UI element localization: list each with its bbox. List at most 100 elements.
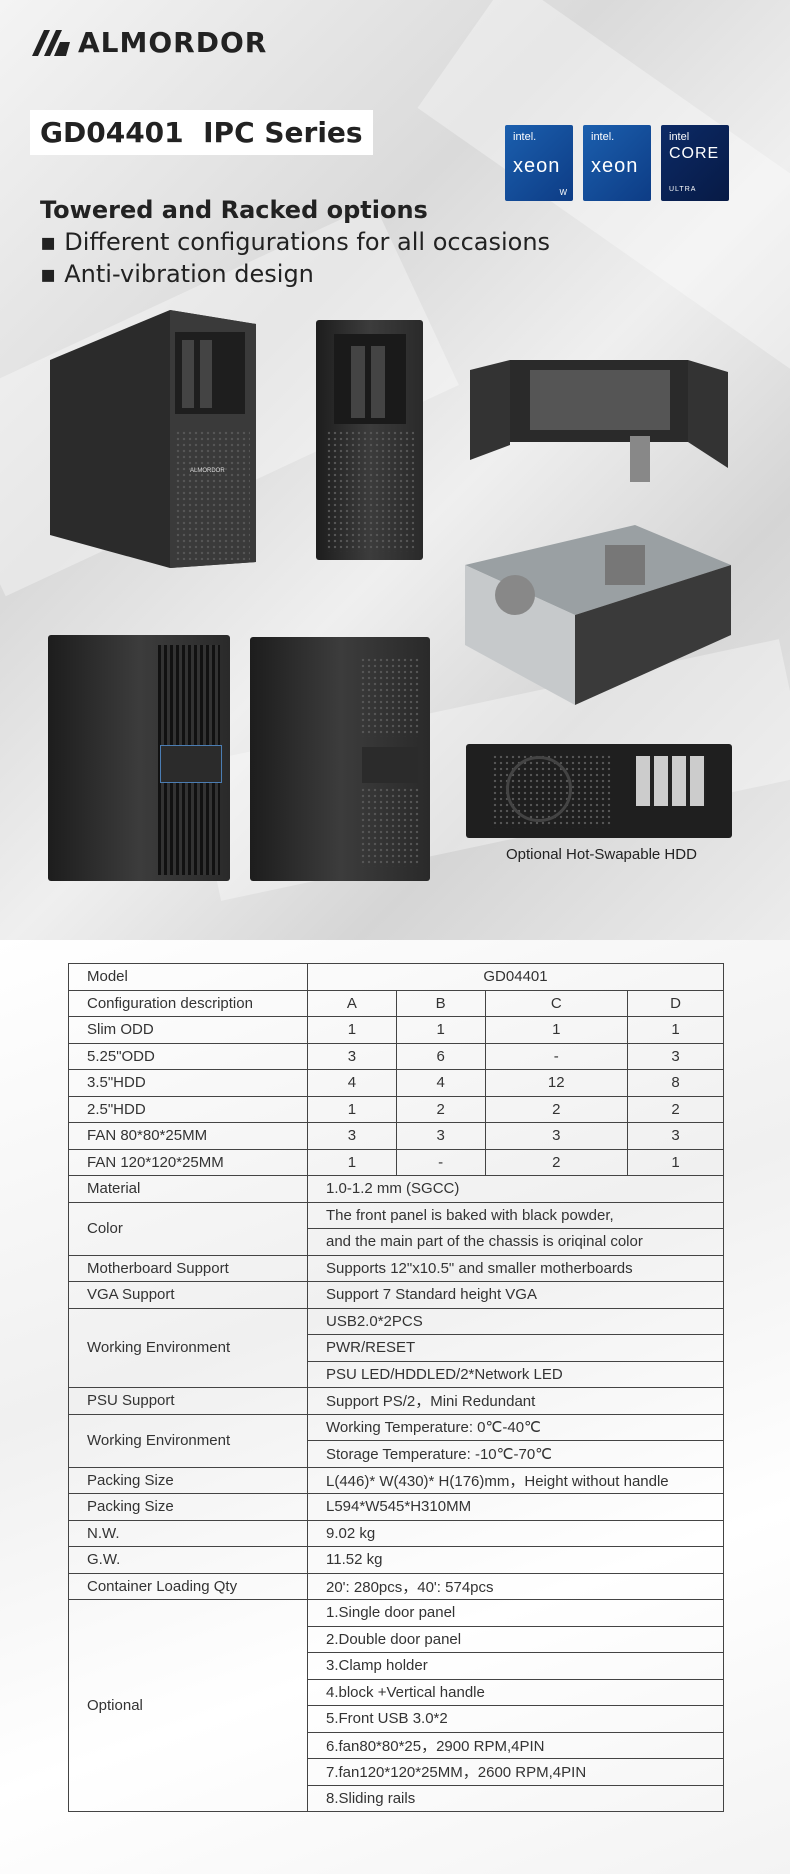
row-label: N.W. [68,1519,308,1547]
table-row: and the main part of the chassis is oriq… [69,1228,724,1256]
config-header: D [627,989,724,1017]
rack-open-doors-image [470,350,728,490]
spec-value: 1.0-1.2 mm (SGCC) [307,1175,724,1203]
spec-value: Support 7 Standard height VGA [307,1281,724,1309]
config-value: 3 [307,1122,397,1150]
config-value: 6 [395,1042,486,1070]
tower-black-right-image [250,637,430,881]
row-label: Material [68,1175,308,1203]
row-label: Container Loading Qty [68,1572,308,1600]
row-label: FAN 80*80*25MM [68,1122,308,1150]
config-value: 1 [395,1016,486,1044]
config-value: 1 [307,1095,397,1123]
hero-section: ALMORDOR GD04401 IPC Series intel. xeon … [0,0,790,940]
table-row: 6.fan80*80*25，2900 RPM,4PIN [69,1731,724,1759]
config-value: 3 [627,1122,724,1150]
spec-value: 5.Front USB 3.0*2 [307,1705,724,1733]
table-row: 7.fan120*120*25MM，2600 RPM,4PIN [69,1758,724,1786]
intel-xeon-badge: intel. xeon [583,125,651,201]
table-row: N.W.9.02 kg [68,1519,724,1547]
spec-value: 20': 280pcs，40': 574pcs [307,1572,724,1600]
row-label: 2.5"HDD [68,1095,308,1123]
processor-badges: intel. xeon W intel. xeon intel CORE ULT… [505,125,729,201]
spec-value: Storage Temperature: -10℃-70℃ [307,1440,724,1468]
spec-value: 9.02 kg [307,1519,724,1547]
row-label: Working Environment [68,1413,308,1468]
spec-value: 2.Double door panel [307,1625,724,1653]
config-header: B [395,989,486,1017]
spec-value: 3.Clamp holder [307,1652,724,1680]
tower-black-left-image [48,635,230,881]
spec-value: Support PS/2，Mini Redundant [307,1387,724,1415]
brand-logo: ALMORDOR [30,26,267,59]
feature-heading: Towered and Racked options [40,196,428,224]
row-label: Packing Size [68,1493,308,1521]
row-label: VGA Support [68,1281,308,1309]
config-value: 1 [307,1016,397,1044]
tower-front-logo: ALMORDOR [190,468,225,474]
spec-table-wrap: Model GD04401 Configuration description … [68,963,724,1812]
spec-value: Supports 12"x10.5" and smaller motherboa… [307,1254,724,1282]
feature-list: Towered and Racked options Different con… [40,196,550,288]
config-value: 3 [307,1042,397,1070]
row-label: 3.5"HDD [68,1069,308,1097]
table-row: 2.Double door panel [69,1625,724,1653]
rack-open-chassis-image [465,525,731,705]
logo-mark-icon [32,29,70,56]
table-row: Storage Temperature: -10℃-70℃ [69,1440,724,1468]
row-label: 5.25"ODD [68,1042,308,1070]
tower-front-image [316,320,423,560]
spec-value: 8.Sliding rails [307,1784,724,1812]
spec-value: USB2.0*2PCS [307,1307,724,1335]
row-label: G.W. [68,1546,308,1574]
table-row: Model GD04401 [68,963,724,991]
config-value: - [395,1148,486,1176]
config-value: 8 [627,1069,724,1097]
row-label: FAN 120*120*25MM [68,1148,308,1176]
table-row: G.W.11.52 kg [68,1546,724,1574]
config-value: 4 [307,1069,397,1097]
spec-value: 7.fan120*120*25MM，2600 RPM,4PIN [307,1758,724,1786]
config-value: 2 [627,1095,724,1123]
config-value: 4 [395,1069,486,1097]
spec-value: 4.block +Vertical handle [307,1678,724,1706]
table-row: 5.Front USB 3.0*2 [69,1705,724,1733]
tower-angled-image: ALMORDOR [50,310,256,568]
config-value: 3 [627,1042,724,1070]
row-label: Optional [68,1599,308,1812]
model-value: GD04401 [307,963,724,991]
spec-value: The front panel is baked with black powd… [307,1201,724,1229]
config-value: 2 [484,1148,629,1176]
config-value: 3 [484,1122,629,1150]
config-value: 1 [627,1148,724,1176]
spec-value: L(446)* W(430)* H(176)mm，Height without … [307,1466,724,1494]
spec-value: L594*W545*H310MM [307,1493,724,1521]
config-header: C [484,989,629,1017]
config-value: 12 [484,1069,629,1097]
config-header: A [307,989,397,1017]
row-label: Motherboard Support [68,1254,308,1282]
feature-item: Anti-vibration design [40,260,550,288]
table-row: 4.block +Vertical handle [69,1678,724,1706]
config-value: 1 [484,1016,629,1044]
hotswap-caption: Optional Hot-Swapable HDD [506,846,697,863]
config-value: 3 [395,1122,486,1150]
spec-value: 11.52 kg [307,1546,724,1574]
row-label: Packing Size [68,1466,308,1494]
